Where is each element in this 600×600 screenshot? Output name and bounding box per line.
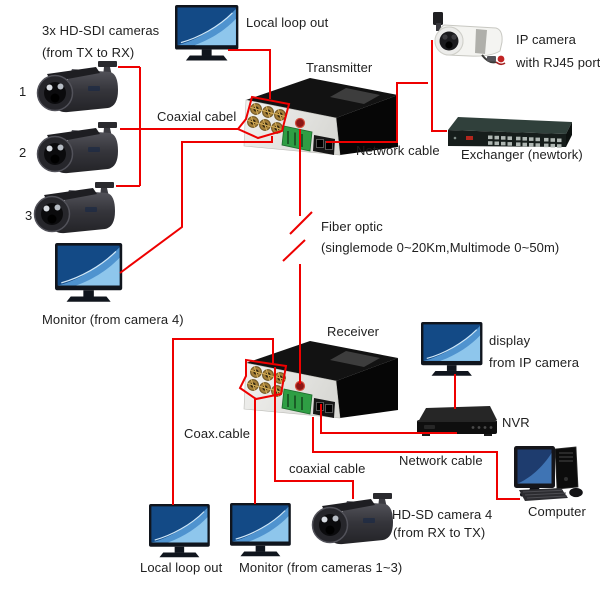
nvr-label: NVR	[502, 415, 530, 430]
monitor-from-cameras-1-3-label: Monitor (from cameras 1~3)	[239, 560, 403, 575]
network-cable-to-computer-line	[312, 417, 520, 500]
computer-icon	[514, 446, 583, 501]
fiber-break-slash-2	[282, 239, 306, 262]
fiber-break-slash-1	[289, 211, 313, 235]
exchanger-label: Exchanger (newtork)	[461, 147, 583, 162]
network-cable-top-label: Network cable	[356, 143, 440, 158]
coaxial-cable-label: coaxial cable	[289, 461, 366, 476]
local-loop-out-monitor-bottom-icon	[148, 503, 211, 558]
transmitter-bnc-highlight	[236, 95, 291, 140]
monitor-camera4-line	[119, 136, 273, 274]
local-loop-out-monitor-top-icon	[174, 4, 239, 62]
hd-sdi-camera-1-icon	[36, 60, 119, 113]
connection-lines	[116, 40, 520, 505]
hd-sd-camera-4-icon	[311, 492, 394, 545]
camera1-number: 1	[19, 84, 27, 99]
hd-sdi-camera-3-icon	[33, 181, 116, 234]
display-label-line1: display	[489, 333, 531, 348]
display-label-line2: from IP camera	[489, 355, 580, 370]
hd-sd-camera4-label-line1: HD-SD camera 4	[392, 507, 493, 522]
local-loop-out-bottom-label: Local loop out	[140, 560, 223, 575]
local-loop-out-top-line	[228, 49, 271, 99]
coax-cable-to-local-loop-out-line	[172, 338, 274, 505]
fiber-optic-label-line2: (singlemode 0~20Km,Multimode 0~50m)	[321, 240, 560, 255]
computer-label: Computer	[528, 504, 586, 519]
local-loop-out-top-label: Local loop out	[246, 15, 329, 30]
coaxial-cable-to-camera4-line	[274, 367, 354, 499]
coaxial-cabel-label: Coaxial cabel	[157, 109, 237, 124]
hd-sdi-camera-2-icon	[36, 121, 119, 174]
network-cable-transmitter-line	[326, 82, 428, 143]
receiver-to-nvr-line	[320, 404, 457, 434]
ip-camera-icon	[433, 12, 506, 66]
camera3-number: 3	[25, 208, 33, 223]
camera2-number: 2	[19, 145, 27, 160]
display-from-ip-camera-monitor-icon	[420, 321, 484, 377]
ip-camera-to-switch-line	[431, 40, 447, 132]
ip-camera-label-line2: with RJ45 port	[516, 55, 600, 70]
camera-group-title-line1: 3x HD-SDI cameras	[42, 23, 160, 38]
network-cable-bottom-label: Network cable	[399, 453, 483, 468]
ip-camera-label-line1: IP camera	[516, 32, 576, 47]
nvr-icon	[417, 406, 497, 436]
network-switch-icon	[448, 117, 572, 148]
coax-cable-label: Coax.cable	[184, 426, 251, 441]
receiver-label: Receiver	[327, 324, 380, 339]
transmitter-label: Transmitter	[306, 60, 373, 75]
hd-sd-camera4-label-line2: (from RX to TX)	[393, 525, 486, 540]
camera-group-title-line2: (from TX to RX)	[42, 45, 135, 60]
monitor-from-cameras-1-3-icon	[229, 502, 292, 557]
fiber-optic-label-line1: Fiber optic	[321, 219, 383, 234]
monitor-from-camera4-label: Monitor (from camera 4)	[42, 312, 184, 327]
monitor-from-camera4-icon	[54, 242, 123, 303]
